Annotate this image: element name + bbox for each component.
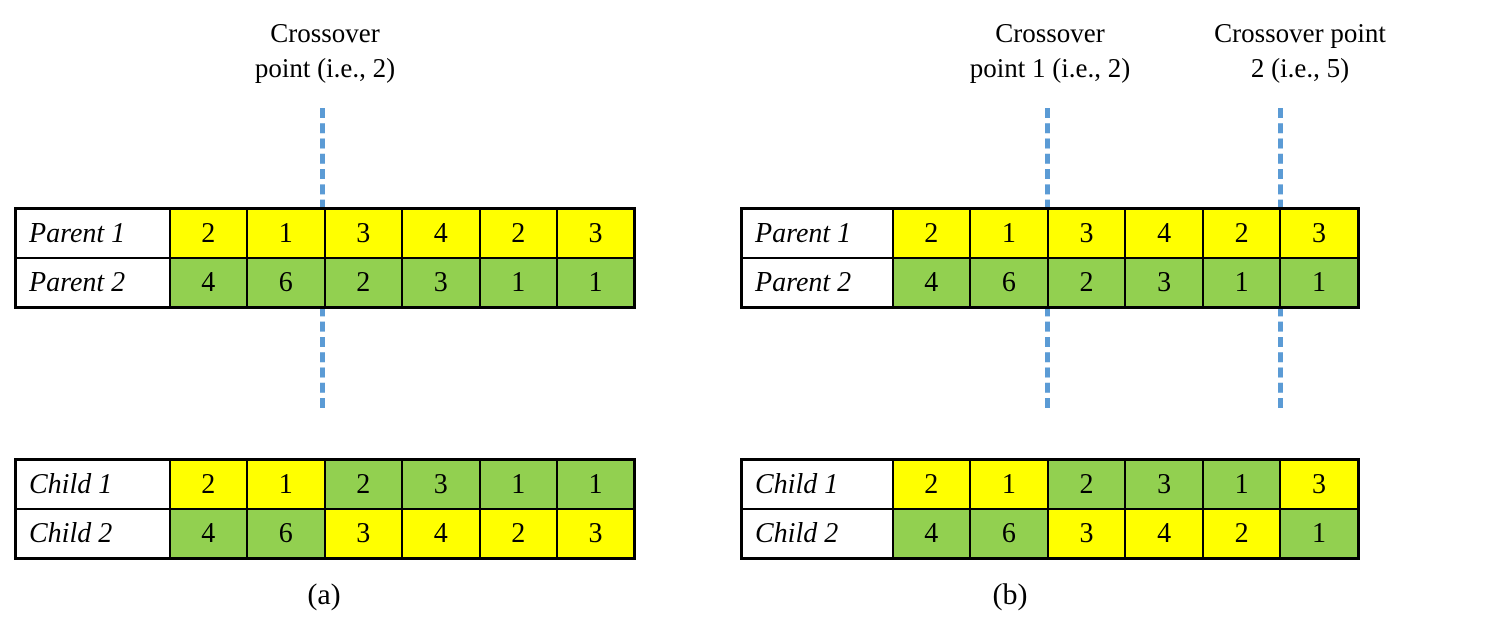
gene-cell: 1 bbox=[478, 257, 558, 309]
gene-cell: 4 bbox=[1124, 508, 1204, 560]
gene-cell: 4 bbox=[401, 508, 481, 560]
chromosome-row-label: Parent 1 bbox=[741, 207, 894, 259]
chromosome-row-label: Child 2 bbox=[741, 508, 894, 560]
chromosome-row-label: Parent 1 bbox=[15, 207, 171, 259]
crossover-point-2-label: Crossover point 2 (i.e., 5) bbox=[1214, 18, 1386, 83]
crossover-point-1-label: Crossover point 1 (i.e., 2) bbox=[969, 18, 1131, 83]
gene-cell: 3 bbox=[323, 207, 403, 259]
gene-cell: 3 bbox=[323, 508, 403, 560]
gene-cell: 1 bbox=[1279, 257, 1360, 309]
crossover-point-label: Crossover point (i.e., 2) bbox=[254, 18, 396, 83]
chromosome-row-label: Parent 2 bbox=[15, 257, 171, 309]
gene-cell: 1 bbox=[969, 458, 1049, 510]
gene-cell: 2 bbox=[1046, 257, 1127, 309]
gene-cell: 1 bbox=[246, 207, 326, 259]
gene-cell: 2 bbox=[168, 207, 248, 259]
gene-cell: 3 bbox=[401, 458, 481, 510]
gene-cell: 3 bbox=[556, 508, 636, 560]
gene-cell: 2 bbox=[891, 458, 972, 510]
gene-cell: 6 bbox=[969, 257, 1049, 309]
gene-cell: 4 bbox=[1124, 207, 1204, 259]
gene-cell: 6 bbox=[246, 257, 326, 309]
chromosome-row-label: Child 1 bbox=[741, 458, 894, 510]
gene-cell: 1 bbox=[969, 207, 1049, 259]
gene-cell: 2 bbox=[478, 508, 558, 560]
chromosome-row-label: Child 2 bbox=[15, 508, 171, 560]
gene-cell: 4 bbox=[891, 257, 972, 309]
gene-cell: 1 bbox=[1201, 257, 1282, 309]
gene-cell: 3 bbox=[556, 207, 636, 259]
gene-cell: 2 bbox=[1201, 508, 1282, 560]
gene-cell: 3 bbox=[1046, 207, 1127, 259]
gene-cell: 2 bbox=[168, 458, 248, 510]
gene-cell: 3 bbox=[401, 257, 481, 309]
gene-cell: 3 bbox=[1279, 207, 1360, 259]
gene-cell: 3 bbox=[1124, 257, 1204, 309]
panel-caption-b: (b) bbox=[992, 578, 1028, 611]
gene-cell: 1 bbox=[556, 257, 636, 309]
gene-cell: 2 bbox=[1046, 458, 1127, 510]
gene-cell: 3 bbox=[1124, 458, 1204, 510]
gene-cell: 2 bbox=[891, 207, 972, 259]
gene-cell: 1 bbox=[1201, 458, 1282, 510]
panel-caption-a: (a) bbox=[307, 578, 341, 611]
gene-cell: 2 bbox=[478, 207, 558, 259]
chromosome-row-label: Child 1 bbox=[15, 458, 171, 510]
gene-cell: 4 bbox=[891, 508, 972, 560]
gene-cell: 3 bbox=[1046, 508, 1127, 560]
gene-cell: 6 bbox=[246, 508, 326, 560]
gene-cell: 1 bbox=[556, 458, 636, 510]
gene-cell: 1 bbox=[246, 458, 326, 510]
panel-two-point-crossover: Crossover point 1 (i.e., 2) Crossover po… bbox=[730, 0, 1498, 644]
gene-cell: 4 bbox=[168, 508, 248, 560]
gene-cell: 4 bbox=[401, 207, 481, 259]
gene-cell: 3 bbox=[1279, 458, 1360, 510]
chromosome-row-label: Parent 2 bbox=[741, 257, 894, 309]
gene-cell: 4 bbox=[168, 257, 248, 309]
gene-cell: 2 bbox=[1201, 207, 1282, 259]
gene-cell: 1 bbox=[478, 458, 558, 510]
gene-cell: 6 bbox=[969, 508, 1049, 560]
gene-cell: 2 bbox=[323, 257, 403, 309]
gene-cell: 2 bbox=[323, 458, 403, 510]
gene-cell: 1 bbox=[1279, 508, 1360, 560]
